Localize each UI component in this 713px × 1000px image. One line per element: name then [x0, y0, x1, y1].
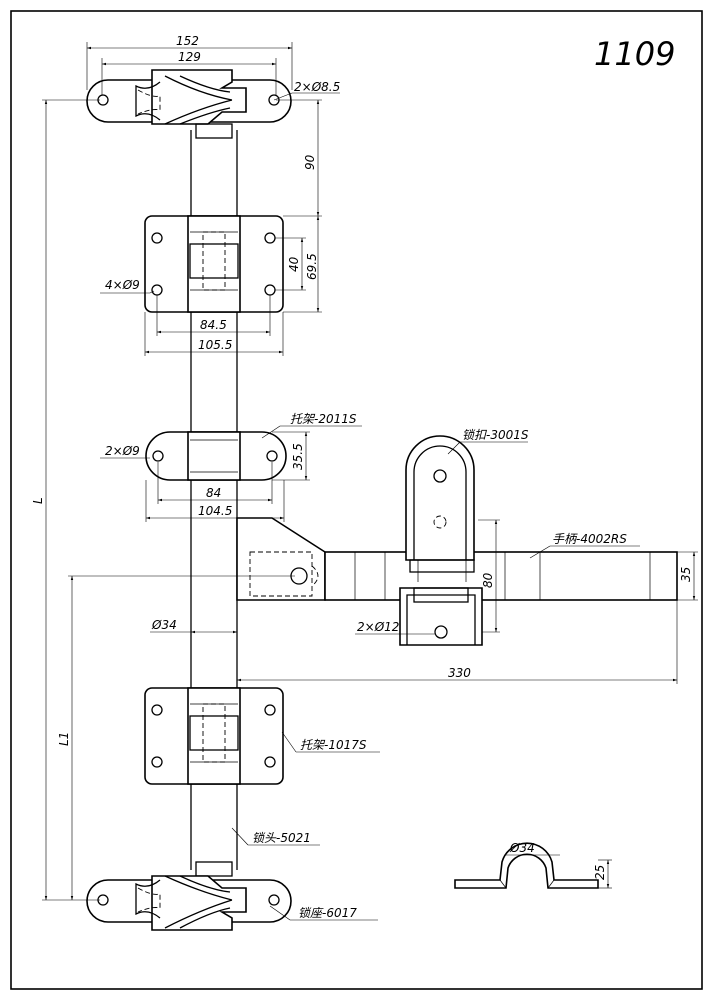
dim-69-5: 69.5 [305, 253, 319, 280]
bottom-lock-seat [86, 861, 292, 931]
dim-L: L [31, 497, 45, 504]
keeper-3001s [405, 435, 475, 582]
callout-keeper-3001s: 锁扣-3001S [462, 428, 529, 442]
dim-35: 35 [679, 567, 693, 582]
dim-holes-2x9: 2×Ø9 [105, 444, 140, 458]
dim-152: 152 [176, 34, 199, 48]
upper-bracket-plate [144, 215, 284, 313]
dim-holes-8-5: 2×Ø8.5 [294, 80, 340, 94]
dim-330: 330 [448, 666, 471, 680]
dim-84-5: 84.5 [200, 318, 227, 332]
dim-40: 40 [287, 256, 301, 272]
dim-80: 80 [481, 572, 495, 588]
dim-holes-4x9: 4×Ø9 [105, 278, 140, 292]
callout-seat-6017: 锁座-6017 [298, 906, 357, 920]
dim-clamp-d34: Ø34 [509, 841, 535, 855]
part-callouts: 托架-2011S 锁扣-3001S 手柄-4002RS 托架-1017S 锁头-… [252, 412, 627, 920]
callout-bracket-2011s: 托架-2011S [290, 412, 357, 426]
bracket-2011s [145, 431, 287, 481]
dim-L1: L1 [57, 732, 71, 746]
bracket-1017s [144, 687, 284, 785]
handle-4002rs [236, 517, 678, 601]
callout-handle-4002rs: 手柄-4002RS [552, 532, 627, 546]
handle-clip [399, 587, 483, 646]
dim-35-5: 35.5 [291, 443, 305, 470]
top-lock-seat [86, 69, 292, 139]
dim-105-5: 105.5 [198, 338, 232, 352]
dim-clamp-25: 25 [593, 865, 607, 880]
clamp-detail [454, 842, 599, 889]
dim-holes-2x12: 2×Ø12 [357, 620, 399, 634]
drawing-number: 1109 [594, 35, 675, 73]
dim-129: 129 [178, 50, 201, 64]
dim-84: 84 [206, 486, 221, 500]
callout-bracket-1017s: 托架-1017S [300, 738, 367, 752]
drawing-border [10, 10, 703, 990]
dimension-lines [42, 42, 698, 921]
dim-90: 90 [303, 154, 317, 170]
dim-104-5: 104.5 [198, 504, 232, 518]
callout-cam-5021: 锁头-5021 [252, 831, 311, 845]
dimension-labels: 152 129 2×Ø8.5 90 40 69.5 4×Ø9 84.5 105.… [31, 34, 693, 880]
dim-d34: Ø34 [151, 618, 177, 632]
